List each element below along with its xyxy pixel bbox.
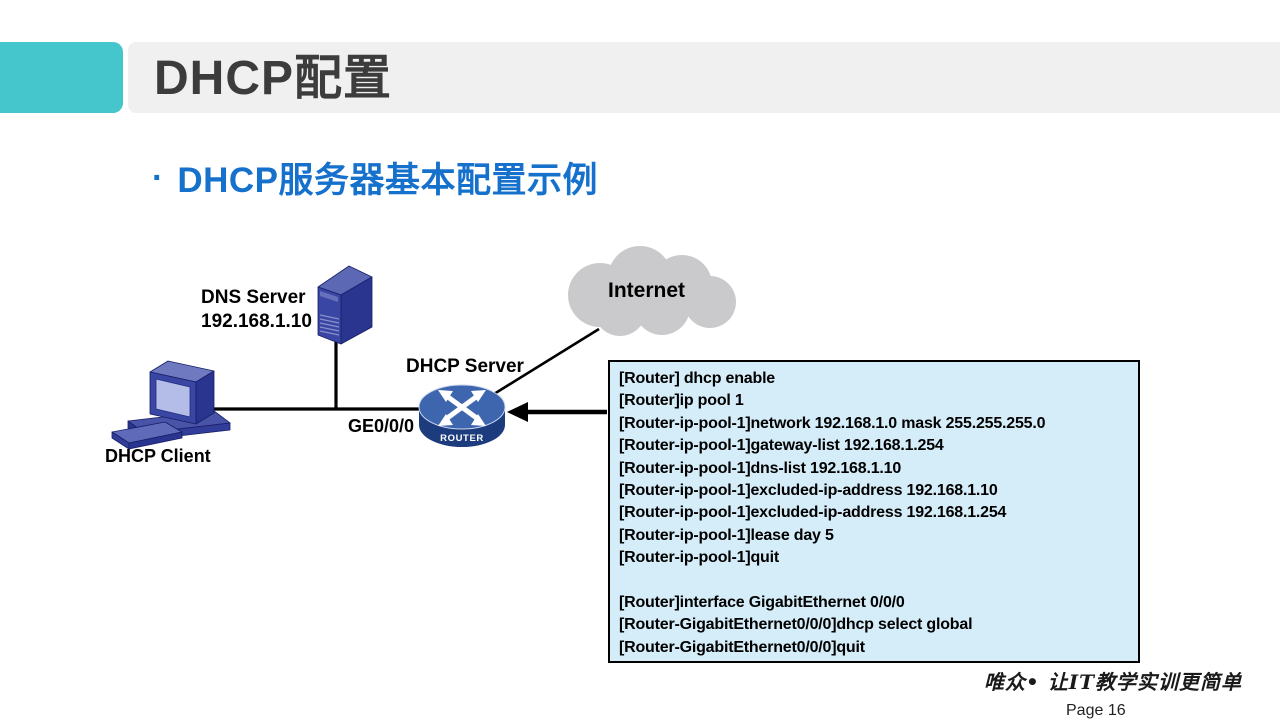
config-arrow — [507, 402, 607, 422]
config-line: [Router-GigabitEthernet0/0/0]quit — [619, 638, 865, 656]
config-line: [Router-ip-pool-1]quit — [619, 549, 779, 567]
dns-server-icon — [317, 265, 373, 345]
config-line — [619, 570, 1129, 592]
section-heading: · DHCP服务器基本配置示例 — [152, 152, 598, 203]
router-device-text: ROUTER — [440, 433, 484, 444]
dns-server-label: DNS Server 192.168.1.10 — [201, 286, 312, 334]
config-line: [Router-ip-pool-1]dns-list 192.168.1.10 — [619, 459, 902, 477]
page-number: Page 16 — [1066, 702, 1126, 719]
config-line: [Router]ip pool 1 — [619, 392, 744, 410]
config-line: [Router-ip-pool-1]lease day 5 — [619, 526, 834, 544]
header-bar: DHCP配置 — [128, 42, 1280, 113]
accent-block — [0, 42, 123, 113]
config-box: [Router] dhcp enable [Router]ip pool 1 [… — [608, 360, 1140, 663]
config-line: [Router-ip-pool-1]excluded-ip-address 19… — [619, 504, 1007, 522]
config-line: [Router-ip-pool-1]gateway-list 192.168.1… — [619, 437, 944, 455]
internet-label: Internet — [608, 279, 686, 302]
bullet-icon: · — [152, 158, 164, 197]
internet-cloud-icon — [568, 246, 736, 336]
config-line: [Router-GigabitEthernet0/0/0]dhcp select… — [619, 616, 973, 634]
page-title: DHCP配置 — [154, 52, 393, 105]
config-line: [Router]interface GigabitEthernet 0/0/0 — [619, 594, 905, 612]
config-line: [Router-ip-pool-1]network 192.168.1.0 ma… — [619, 414, 1046, 432]
dhcp-server-label: DHCP Server — [406, 356, 524, 377]
footer-slogan: 唯众• 让IT教学实训更简单 — [984, 670, 1242, 694]
dhcp-client-icon — [111, 360, 231, 450]
interface-label: GE0/0/0 — [348, 416, 415, 436]
config-line: [Router] dhcp enable — [619, 370, 776, 387]
config-line: [Router-ip-pool-1]excluded-ip-address 19… — [619, 482, 998, 500]
dhcp-client-label: DHCP Client — [105, 446, 211, 466]
section-heading-text: DHCP服务器基本配置示例 — [177, 161, 599, 200]
router-icon: ROUTER — [418, 384, 506, 447]
dns-server-ip: 192.168.1.10 — [201, 311, 312, 332]
internet-link-line — [493, 327, 600, 396]
dns-server-name: DNS Server — [201, 287, 306, 308]
